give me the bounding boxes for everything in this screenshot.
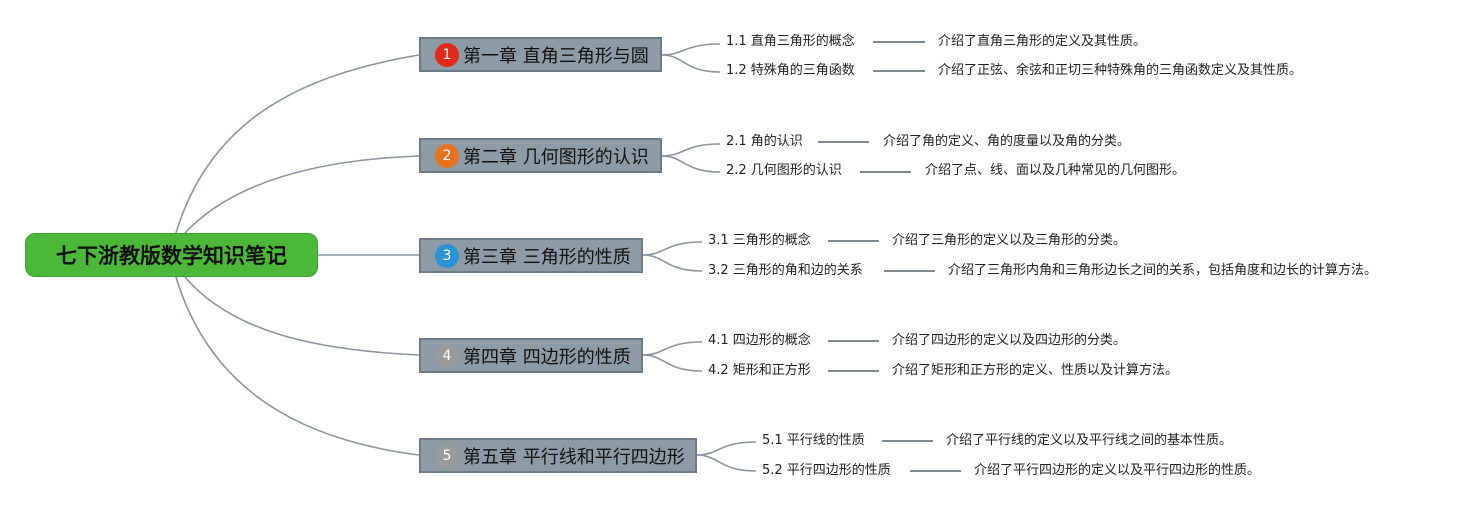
section-connector xyxy=(884,270,935,272)
section-3-2-description: 介绍了三角形内角和三角形边长之间的关系，包括角度和边长的计算方法。 xyxy=(948,263,1378,278)
section-3-1[interactable]: 3.1 三角形的概念 xyxy=(708,233,811,248)
connector-curve xyxy=(661,155,721,173)
chapter-node-4[interactable]: 4 第四章 四边形的性质 xyxy=(419,338,643,373)
connector-curve xyxy=(642,254,703,272)
chapter-title: 第三章 三角形的性质 xyxy=(463,246,631,268)
section-2-1-description: 介绍了角的定义、角的度量以及角的分类。 xyxy=(883,134,1131,149)
section-5-1-description: 介绍了平行线的定义以及平行线之间的基本性质。 xyxy=(946,433,1233,448)
number-badge-icon: 5 xyxy=(435,443,459,468)
connector-curve xyxy=(642,341,703,356)
connector-curve xyxy=(696,454,757,472)
chapter-title: 第四章 四边形的性质 xyxy=(463,346,631,368)
chapter-node-3[interactable]: 3 第三章 三角形的性质 xyxy=(419,238,643,273)
chapter-title: 第二章 几何图形的认识 xyxy=(463,146,649,168)
connector-curve xyxy=(175,54,420,234)
section-5-1[interactable]: 5.1 平行线的性质 xyxy=(762,433,865,448)
section-2-1[interactable]: 2.1 角的认识 xyxy=(726,134,803,149)
connector-curve xyxy=(184,276,420,356)
chapter-node-5[interactable]: 5 第五章 平行线和平行四边形 xyxy=(419,438,697,473)
connector-curve xyxy=(696,441,757,456)
connector-curve xyxy=(661,143,721,157)
section-connector xyxy=(828,340,879,342)
chapter-node-2[interactable]: 2 第二章 几何图形的认识 xyxy=(419,138,662,173)
section-5-2-description: 介绍了平行四边形的定义以及平行四边形的性质。 xyxy=(974,463,1261,478)
number-badge-icon: 3 xyxy=(435,243,459,268)
number-badge-icon: 2 xyxy=(435,143,459,168)
chapter-title: 第五章 平行线和平行四边形 xyxy=(463,446,685,468)
section-4-1[interactable]: 4.1 四边形的概念 xyxy=(708,333,811,348)
section-connector xyxy=(818,141,869,143)
section-1-2[interactable]: 1.2 特殊角的三角函数 xyxy=(726,63,855,78)
section-connector xyxy=(828,370,879,372)
section-connector xyxy=(882,440,933,442)
chapter-title: 第一章 直角三角形与圆 xyxy=(463,45,649,67)
connector-curve xyxy=(642,241,703,256)
section-1-1-description: 介绍了直角三角形的定义及其性质。 xyxy=(938,34,1147,49)
section-4-1-description: 介绍了四边形的定义以及四边形的分类。 xyxy=(892,333,1127,348)
number-badge-icon: 1 xyxy=(435,42,459,67)
connector-curve xyxy=(175,276,420,456)
section-connector xyxy=(910,470,961,472)
connector-curve xyxy=(661,54,721,73)
section-connector xyxy=(860,171,911,173)
section-5-2[interactable]: 5.2 平行四边形的性质 xyxy=(762,463,891,478)
section-1-1[interactable]: 1.1 直角三角形的概念 xyxy=(726,34,855,49)
chapter-node-1[interactable]: 1 第一章 直角三角形与圆 xyxy=(419,37,662,72)
connector-curve xyxy=(184,155,420,234)
section-4-2[interactable]: 4.2 矩形和正方形 xyxy=(708,363,811,378)
connector-curve xyxy=(642,354,703,372)
connector-curve xyxy=(661,43,721,56)
section-4-2-description: 介绍了矩形和正方形的定义、性质以及计算方法。 xyxy=(892,363,1179,378)
root-topic-label: 七下浙教版数学知识笔记 xyxy=(56,244,287,268)
section-3-2[interactable]: 3.2 三角形的角和边的关系 xyxy=(708,263,863,278)
number-badge-icon: 4 xyxy=(435,343,459,368)
root-topic[interactable]: 七下浙教版数学知识笔记 xyxy=(25,233,318,277)
section-2-2-description: 介绍了点、线、面以及几种常见的几何图形。 xyxy=(925,163,1186,178)
section-connector xyxy=(873,41,925,43)
section-3-1-description: 介绍了三角形的定义以及三角形的分类。 xyxy=(892,233,1127,248)
section-2-2[interactable]: 2.2 几何图形的认识 xyxy=(726,163,842,178)
section-1-2-description: 介绍了正弦、余弦和正切三种特殊角的三角函数定义及其性质。 xyxy=(938,63,1303,78)
section-connector xyxy=(873,70,925,72)
section-connector xyxy=(828,240,879,242)
